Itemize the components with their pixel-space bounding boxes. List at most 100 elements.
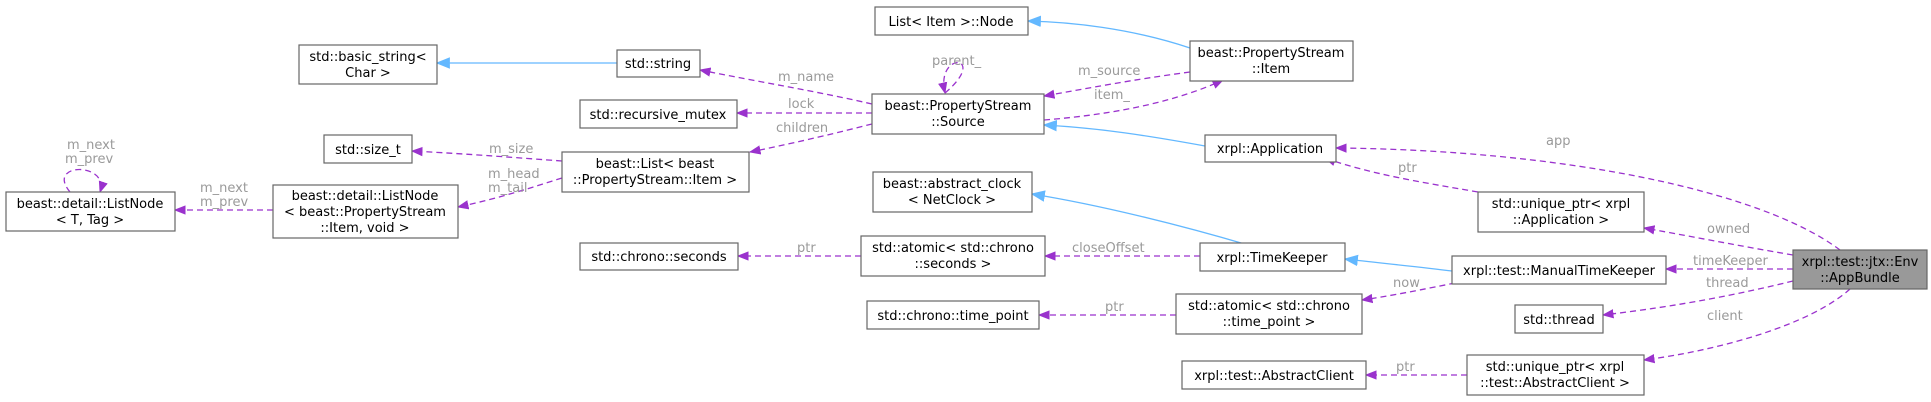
node-std-string[interactable]: std::string [616, 49, 701, 78]
node-label: beast::PropertyStream [1198, 46, 1345, 61]
edge-label-m-source: m_source [1078, 64, 1140, 79]
edge-item-m-source-source [1042, 71, 1191, 99]
edges [63, 15, 1851, 380]
nodes: List< Item >::Node std::basic_string< Ch… [5, 6, 1928, 396]
edge-label-app: app [1546, 134, 1570, 149]
edge-label-m-name: m_name [778, 70, 834, 85]
edge-unique-ptr-app-ptr-application [1323, 157, 1479, 193]
edge-label-now: now [1393, 276, 1420, 291]
node-label: beast::PropertyStream [885, 99, 1032, 114]
node-list-node-item[interactable]: beast::detail::ListNode < beast::Propert… [272, 184, 459, 239]
edge-time-keeper-inherits-abstract-clock [1030, 190, 1249, 246]
node-label: beast::abstract_clock [883, 177, 1022, 192]
edge-label-self-m-next: m_next [67, 138, 115, 153]
node-abstract-clock[interactable]: beast::abstract_clock < NetClock > [872, 171, 1033, 213]
edge-label-m-tail: m_tail [488, 181, 527, 196]
node-size-t[interactable]: std::size_t [323, 134, 413, 164]
node-label: std::unique_ptr< xrpl [1486, 360, 1625, 375]
node-label: xrpl::Application [1217, 142, 1323, 157]
edge-label-owned: owned [1707, 222, 1750, 237]
node-label: ::Item, void > [320, 221, 409, 236]
node-label: beast::List< beast [596, 157, 715, 172]
edge-source-children-beast-list [748, 123, 873, 155]
node-property-stream-source[interactable]: beast::PropertyStream ::Source [871, 93, 1045, 135]
node-label: xrpl::test::jtx::Env [1802, 255, 1919, 270]
node-chrono-time-point[interactable]: std::chrono::time_point [866, 300, 1040, 330]
node-label: xrpl::test::ManualTimeKeeper [1463, 264, 1656, 279]
node-label: ::time_point > [1223, 315, 1316, 330]
node-label: ::seconds > [915, 257, 992, 272]
edge-beast-list-m-head-tail-list-node-item [456, 177, 563, 210]
edge-label-m-prev: m_prev [200, 195, 248, 210]
node-label: std::thread [1523, 313, 1595, 328]
node-label: Char > [345, 66, 391, 81]
edge-label-ptr-time-point: ptr [1105, 300, 1124, 315]
node-label: ::Item [1252, 62, 1290, 77]
edge-application-inherits-source [1042, 119, 1206, 147]
edge-item-inherits-list-node [1026, 15, 1191, 49]
node-label: List< Item >::Node [888, 15, 1013, 30]
node-label: ::Application > [1513, 213, 1609, 228]
node-label: xrpl::TimeKeeper [1217, 251, 1329, 266]
node-recursive-mutex[interactable]: std::recursive_mutex [579, 99, 738, 129]
node-basic-string[interactable]: std::basic_string< Char > [298, 44, 438, 85]
node-label: ::test::AbstractClient > [1480, 376, 1630, 391]
edge-source-m-name-std-string [698, 67, 873, 105]
edge-label-time-keeper: timeKeeper [1693, 254, 1768, 269]
node-label: xrpl::test::AbstractClient [1194, 369, 1354, 384]
node-app-bundle[interactable]: xrpl::test::jtx::Env ::AppBundle [1792, 249, 1928, 290]
node-unique-ptr-client[interactable]: std::unique_ptr< xrpl ::test::AbstractCl… [1466, 354, 1645, 396]
node-label: ::PropertyStream::Item > [573, 173, 737, 188]
node-atomic-time-point[interactable]: std::atomic< std::chrono ::time_point > [1175, 293, 1363, 335]
edge-app-bundle-app-application [1334, 143, 1841, 251]
node-label: < T, Tag > [56, 213, 124, 228]
node-application[interactable]: xrpl::Application [1204, 134, 1337, 163]
node-label: std::size_t [335, 143, 401, 158]
edge-label-m-head: m_head [488, 167, 540, 182]
node-std-thread[interactable]: std::thread [1514, 304, 1604, 334]
edge-label-client: client [1707, 309, 1743, 324]
node-label: std::chrono::seconds [591, 250, 727, 265]
node-abstract-client[interactable]: xrpl::test::AbstractClient [1181, 360, 1367, 390]
edge-label-m-size: m_size [489, 142, 533, 157]
edge-source-item-item [1043, 79, 1225, 121]
node-time-keeper[interactable]: xrpl::TimeKeeper [1199, 242, 1346, 272]
node-unique-ptr-application[interactable]: std::unique_ptr< xrpl ::Application > [1477, 191, 1645, 233]
node-manual-time-keeper[interactable]: xrpl::test::ManualTimeKeeper [1451, 255, 1667, 285]
node-label: std::chrono::time_point [877, 309, 1028, 324]
edge-label-parent: parent_ [932, 54, 982, 69]
edge-label-children: children [776, 121, 828, 136]
node-label: std::recursive_mutex [590, 108, 727, 123]
node-label: ::AppBundle [1820, 271, 1899, 286]
node-chrono-seconds[interactable]: std::chrono::seconds [579, 242, 739, 271]
node-label: std::basic_string< [309, 50, 426, 65]
node-label: std::atomic< std::chrono [872, 241, 1034, 256]
edge-label-lock: lock [788, 97, 815, 112]
edge-app-bundle-owned-unique-ptr-app [1642, 225, 1794, 256]
node-property-stream-item[interactable]: beast::PropertyStream ::Item [1189, 40, 1354, 82]
edge-label-self-m-prev: m_prev [65, 152, 113, 167]
node-label: std::atomic< std::chrono [1188, 299, 1350, 314]
edge-manual-time-keeper-now-atomic-time-point [1360, 280, 1466, 304]
node-list-item-node[interactable]: List< Item >::Node [874, 6, 1029, 36]
edge-manual-time-keeper-inherits-time-keeper [1343, 254, 1453, 272]
node-label: < beast::PropertyStream [284, 205, 446, 220]
node-atomic-seconds[interactable]: std::atomic< std::chrono ::seconds > [860, 235, 1046, 277]
edge-source-parent-self [938, 62, 964, 95]
node-label: std::string [625, 57, 691, 72]
edge-app-bundle-thread-std-thread [1601, 280, 1794, 319]
edge-label-ptr-app: ptr [1398, 161, 1417, 176]
edge-label-close-offset: closeOffset [1072, 241, 1145, 256]
node-beast-list[interactable]: beast::List< beast ::PropertyStream::Ite… [561, 151, 750, 193]
node-label: beast::detail::ListNode [292, 189, 439, 204]
node-list-node-generic[interactable]: beast::detail::ListNode < T, Tag > [5, 191, 176, 232]
edge-app-bundle-client-unique-ptr-client [1642, 288, 1851, 364]
edge-beast-list-m-size-size-t [410, 146, 563, 162]
edge-label-item: item_ [1094, 88, 1130, 103]
node-label: std::unique_ptr< xrpl [1492, 197, 1631, 212]
edge-label-ptr-client: ptr [1396, 360, 1415, 375]
edge-label-thread: thread [1706, 276, 1749, 291]
node-label: beast::detail::ListNode [17, 197, 164, 212]
edge-label-m-next: m_next [200, 181, 248, 196]
